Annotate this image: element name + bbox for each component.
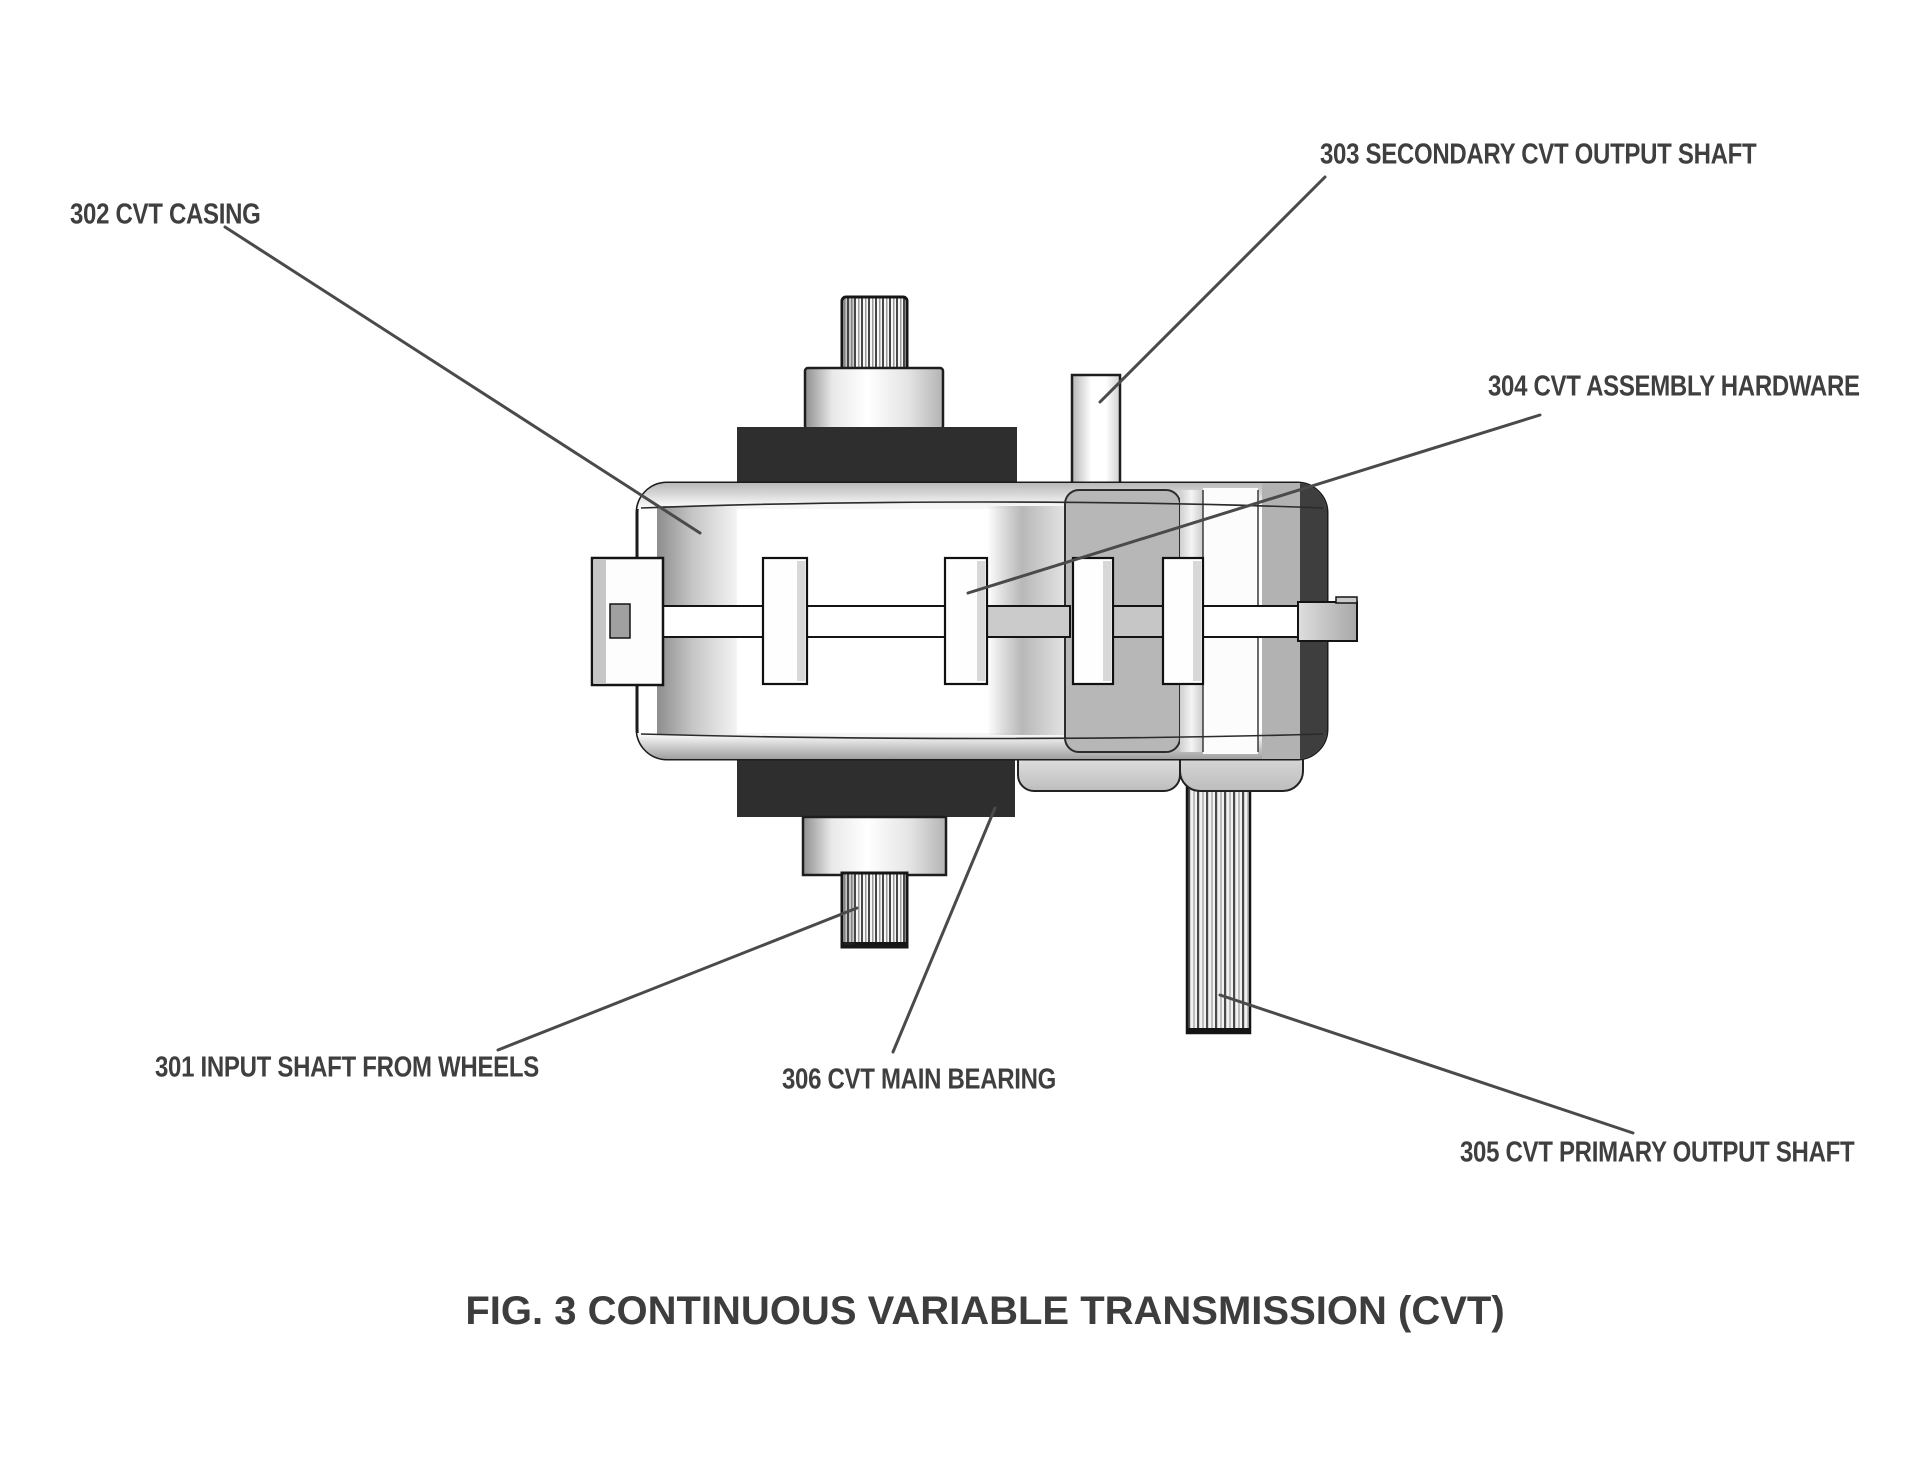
label-305-cvt-primary-output-shaft: 305 CVT PRIMARY OUTPUT SHAFT <box>1460 1136 1855 1169</box>
leader-line-303 <box>1098 175 1327 404</box>
hardware-stud <box>1071 556 1115 686</box>
leader-lines <box>223 175 1635 1135</box>
label-306-cvt-main-bearing: 306 CVT MAIN BEARING <box>782 1063 1057 1096</box>
label-303-secondary-cvt-output-shaft: 303 SECONDARY CVT OUTPUT SHAFT <box>1320 138 1757 171</box>
leader-line-302 <box>223 225 702 535</box>
hardware-stud <box>1161 556 1205 686</box>
leader-line-301 <box>496 906 859 1052</box>
leader-line-306 <box>891 806 997 1054</box>
left-mount-box <box>590 556 665 687</box>
label-304-cvt-assembly-hardware: 304 CVT ASSEMBLY HARDWARE <box>1488 370 1860 403</box>
main-bearing-bottom-306 <box>737 757 1015 817</box>
axle-end-cap <box>1297 601 1358 642</box>
hardware-stud <box>761 556 809 686</box>
bottom-collar <box>801 815 948 877</box>
primary-output-shaft-305 <box>1185 768 1252 1035</box>
secondary-output-shaft-303 <box>1070 373 1122 490</box>
top-spline-shaft <box>840 295 909 376</box>
figure-caption: FIG. 3 CONTINUOUS VARIABLE TRANSMISSION … <box>465 1289 1505 1333</box>
hardware-stud <box>943 556 989 686</box>
leader-line-304 <box>966 413 1542 595</box>
label-301-input-shaft-from-wheels: 301 INPUT SHAFT FROM WHEELS <box>155 1051 539 1084</box>
label-302-cvt-casing: 302 CVT CASING <box>70 198 261 231</box>
top-collar <box>803 366 945 431</box>
leader-line-305 <box>1218 993 1635 1135</box>
casing-interior-shading <box>637 483 1327 759</box>
main-bearing-top <box>737 427 1017 485</box>
assembly-hardware-304 <box>761 556 1205 686</box>
